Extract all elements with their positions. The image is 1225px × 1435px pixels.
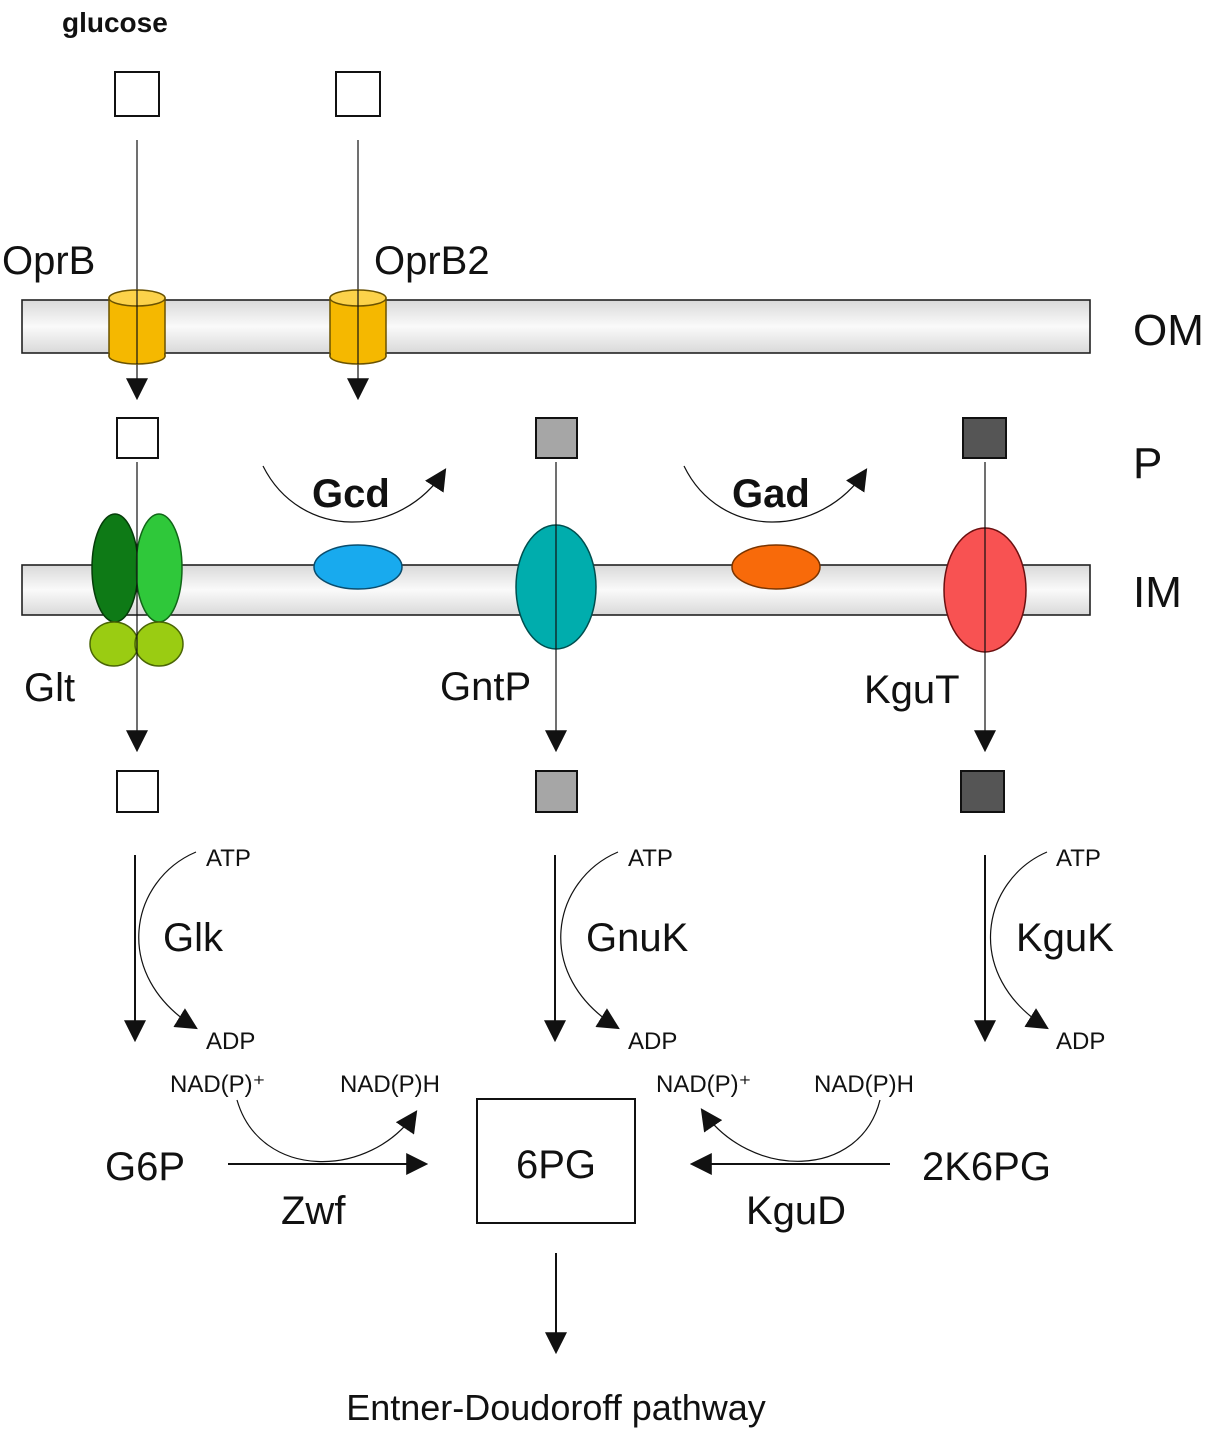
glucose-outside-box-2	[335, 71, 381, 117]
glucose-outside-box-1	[114, 71, 160, 117]
kgud-cofactor-arrow	[700, 1099, 881, 1162]
glucose-periplasm-box	[116, 417, 159, 459]
kgut-label: KguT	[864, 668, 960, 712]
sixpg-box	[476, 1098, 636, 1224]
glt-label: Glt	[24, 666, 75, 710]
glk-step	[124, 851, 198, 1043]
zwf-label: Zwf	[281, 1189, 346, 1233]
zwf-nadph-label: NAD(P)H	[340, 1071, 440, 1098]
glk-label: Glk	[163, 916, 224, 960]
sixpg-label: 6PG	[516, 1143, 596, 1187]
outer-membrane	[21, 299, 1091, 354]
glk-atp-label: ATP	[206, 845, 251, 872]
gad-reaction-arrow	[683, 465, 868, 523]
gad-enzyme	[731, 544, 821, 590]
kgud-nadph-label: NAD(P)H	[814, 1071, 914, 1098]
inner-membrane-label: IM	[1133, 568, 1182, 617]
gnuk-adp-label: ADP	[628, 1028, 677, 1055]
kgud-label: KguD	[746, 1189, 846, 1233]
gntp-label: GntP	[440, 665, 531, 709]
zwf-cofactor-arrow	[236, 1099, 418, 1163]
gluconate-periplasm-box	[535, 417, 578, 459]
kgud-nadp-plus-label: NAD(P)⁺	[656, 1071, 751, 1098]
kguk-adp-label: ADP	[1056, 1028, 1105, 1055]
kguk-atp-label: ATP	[1056, 845, 1101, 872]
gad-label: Gad	[732, 472, 810, 516]
glucose-cytoplasm-box	[116, 770, 159, 813]
gcd-reaction-arrow	[262, 465, 447, 523]
ketogluconate-cytoplasm-box	[960, 770, 1005, 813]
gcd-enzyme	[313, 544, 403, 590]
kguk-label: KguK	[1016, 916, 1114, 960]
periplasm-label: P	[1133, 439, 1162, 488]
gluconate-cytoplasm-box	[535, 770, 578, 813]
glucose-label: glucose	[62, 7, 168, 38]
kguk-step	[974, 851, 1049, 1043]
glt-transporter	[89, 513, 184, 667]
glk-adp-label: ADP	[206, 1028, 255, 1055]
gcd-label: Gcd	[312, 472, 390, 516]
zwf-nadp-plus-label: NAD(P)⁺	[170, 1071, 265, 1098]
gnuk-step	[544, 851, 620, 1043]
oprb-label: OprB	[2, 239, 95, 283]
ed-pathway-label: Entner-Doudoroff pathway	[346, 1387, 766, 1428]
ketogluconate-periplasm-box	[962, 417, 1007, 459]
g6p-label: G6P	[105, 1145, 185, 1189]
gnuk-atp-label: ATP	[628, 845, 673, 872]
oprb2-label: OprB2	[374, 239, 490, 283]
gnuk-label: GnuK	[586, 916, 689, 960]
twok6pg-label: 2K6PG	[922, 1145, 1051, 1189]
outer-membrane-label: OM	[1133, 306, 1204, 355]
